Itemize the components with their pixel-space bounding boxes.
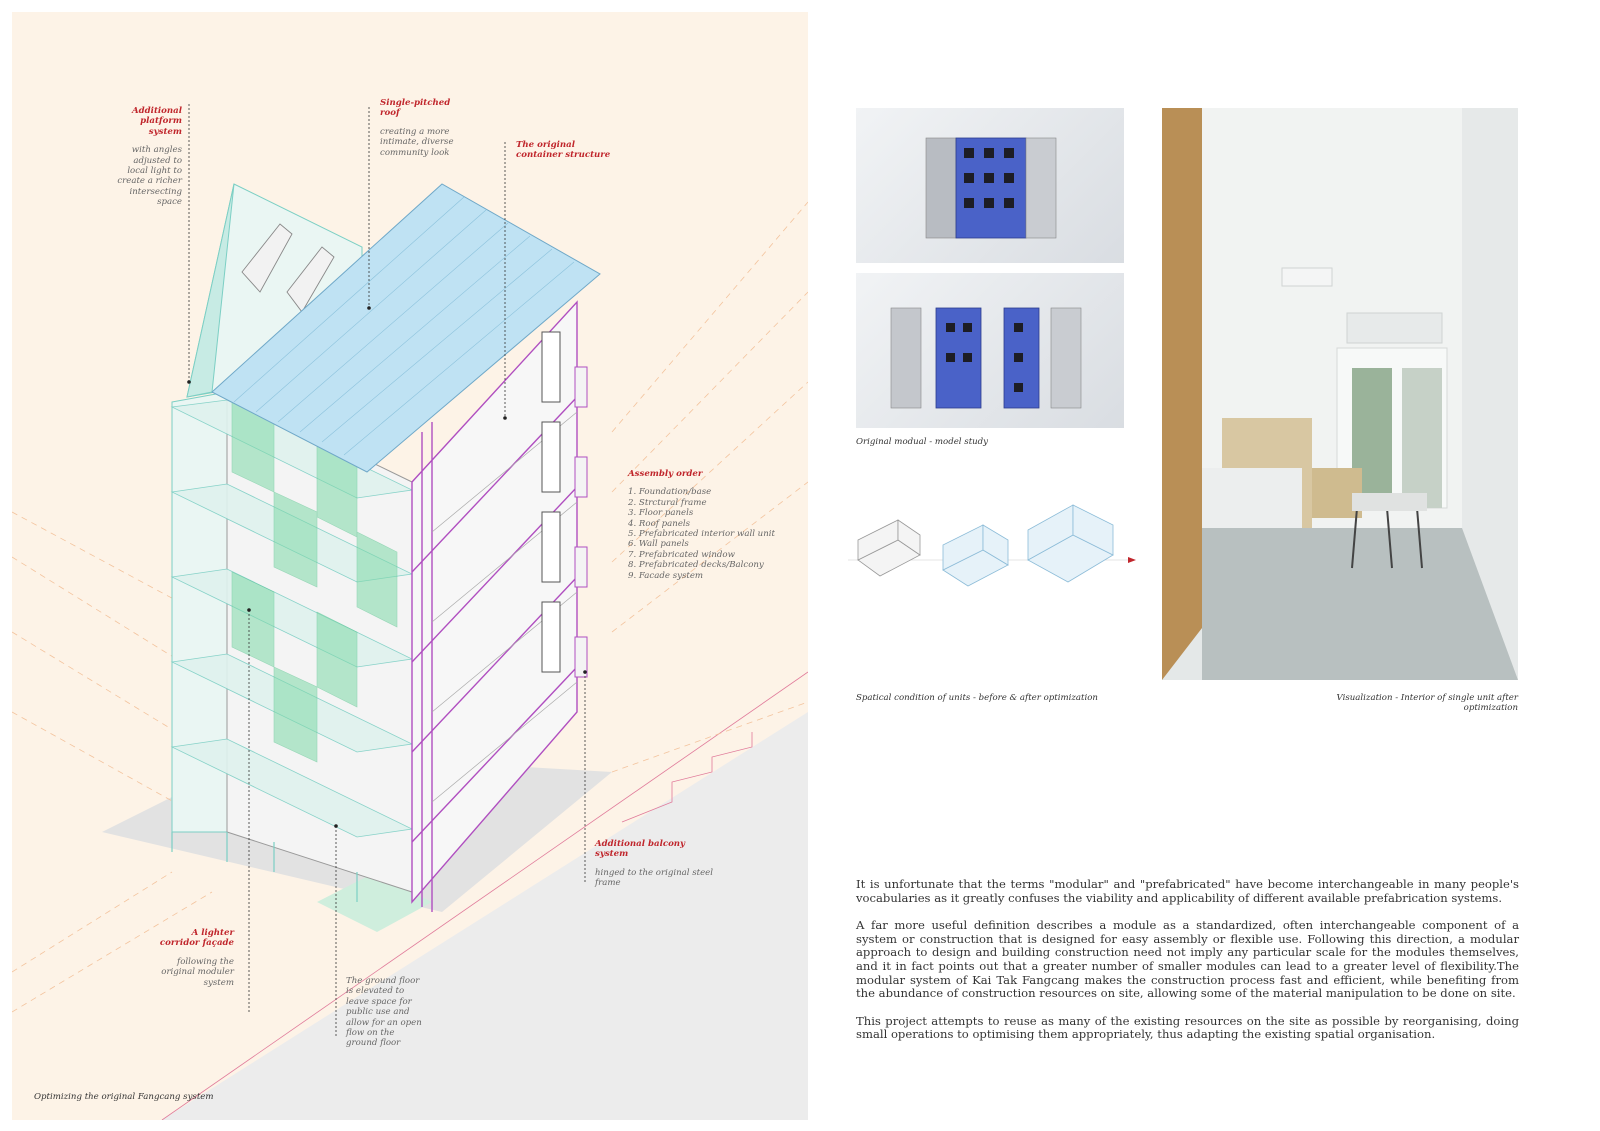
- annotation-balcony-title: Additional balcony system: [595, 839, 686, 860]
- assembly-item: 6. Wall panels: [628, 539, 689, 550]
- assembly-item: 8. Prefabricated decks/Balcony: [628, 560, 764, 571]
- model-study-caption: Original modual - model study: [856, 437, 989, 447]
- annotation-roof-title: Single-pitched roof: [380, 98, 451, 119]
- interior-visualization: [1162, 108, 1518, 680]
- body-paragraph: A far more useful definition describes a…: [856, 918, 1519, 1001]
- assembly-item: 2. Strctural frame: [628, 497, 707, 508]
- assembly-item: 7. Prefabricated window: [628, 549, 735, 560]
- leader-lines: [188, 104, 586, 1037]
- annotation-assembly-title: Assembly order: [628, 469, 703, 479]
- annotation-balcony: Additional balcony system hinged to the …: [595, 839, 715, 889]
- annotation-balcony-desc: hinged to the original steel frame: [595, 867, 714, 889]
- single-pitched-roof: [211, 183, 601, 473]
- leader-dots: [187, 306, 587, 828]
- annotation-ground: The ground floor is elevated to leave sp…: [346, 976, 426, 1049]
- interior-visualization-drawing: [1162, 108, 1518, 680]
- assembly-item: 1. Foundation/base: [628, 487, 712, 498]
- body-paragraph: This project attempts to reuse as many o…: [856, 1013, 1519, 1042]
- body-text: It is unfortunate that the terms "modula…: [856, 877, 1519, 1056]
- unit-balconies: [574, 366, 588, 678]
- ground-columns: [171, 832, 358, 902]
- model-photo-1: [856, 108, 1124, 263]
- annotation-corridor-title: A lighter corridor façade: [159, 928, 234, 949]
- site-boundary-lines: [161, 671, 808, 1120]
- deck-chairs: [241, 223, 335, 313]
- axonometric-drawing: [12, 104, 808, 1120]
- assembly-order-list: 1. Foundation/base 2. Strctural frame 3.…: [628, 487, 788, 581]
- site-ground: [162, 712, 808, 1120]
- annotation-corridor: A lighter corridor façade following the …: [152, 928, 234, 988]
- rooftop-platform: [186, 183, 363, 398]
- green-screens: [231, 396, 398, 763]
- annotation-container: The original container structure: [516, 140, 621, 169]
- assembly-item: 9. Facade system: [628, 570, 704, 581]
- visualization-caption: Visualization - Interior of single unit …: [1336, 693, 1518, 713]
- body-paragraph: It is unfortunate that the terms "modula…: [856, 877, 1519, 905]
- model-photo-2-drawing: [890, 307, 1082, 409]
- unit-windows: [541, 331, 561, 673]
- annotation-container-title: The original container structure: [516, 140, 611, 161]
- annotation-ground-desc: The ground floor is elevated to leave sp…: [346, 976, 422, 1049]
- annotation-platform: Additional platform system with angles a…: [112, 106, 182, 208]
- model-photo-1-drawing: [925, 137, 1057, 239]
- model-photo-2: [856, 273, 1124, 428]
- green-entry-mat: [317, 874, 432, 932]
- annotation-platform-title: Additional platform system: [132, 106, 182, 137]
- main-diagram-caption: Optimizing the original Fangcang system: [34, 1092, 214, 1102]
- unit-sketches: [848, 504, 1136, 587]
- assembly-item: 4. Roof panels: [628, 518, 691, 529]
- annotation-assembly: Assembly order 1. Foundation/base 2. Str…: [628, 469, 788, 581]
- axonometric-panel: Additional platform system with angles a…: [12, 12, 808, 1120]
- annotation-roof-desc: creating a more intimate, diverse commun…: [380, 126, 454, 158]
- annotation-roof: Single-pitched roof creating a more inti…: [380, 98, 470, 158]
- annotation-platform-desc: with angles adjusted to local light to c…: [117, 145, 182, 208]
- assembly-item: 5. Prefabricated interior wall unit: [628, 529, 775, 540]
- spatial-condition-caption: Spatical condition of units - before & a…: [856, 693, 1098, 703]
- roof-seams: [233, 196, 575, 456]
- assembly-item: 3. Floor panels: [628, 508, 694, 519]
- annotation-corridor-desc: following the original moduler system: [161, 956, 234, 988]
